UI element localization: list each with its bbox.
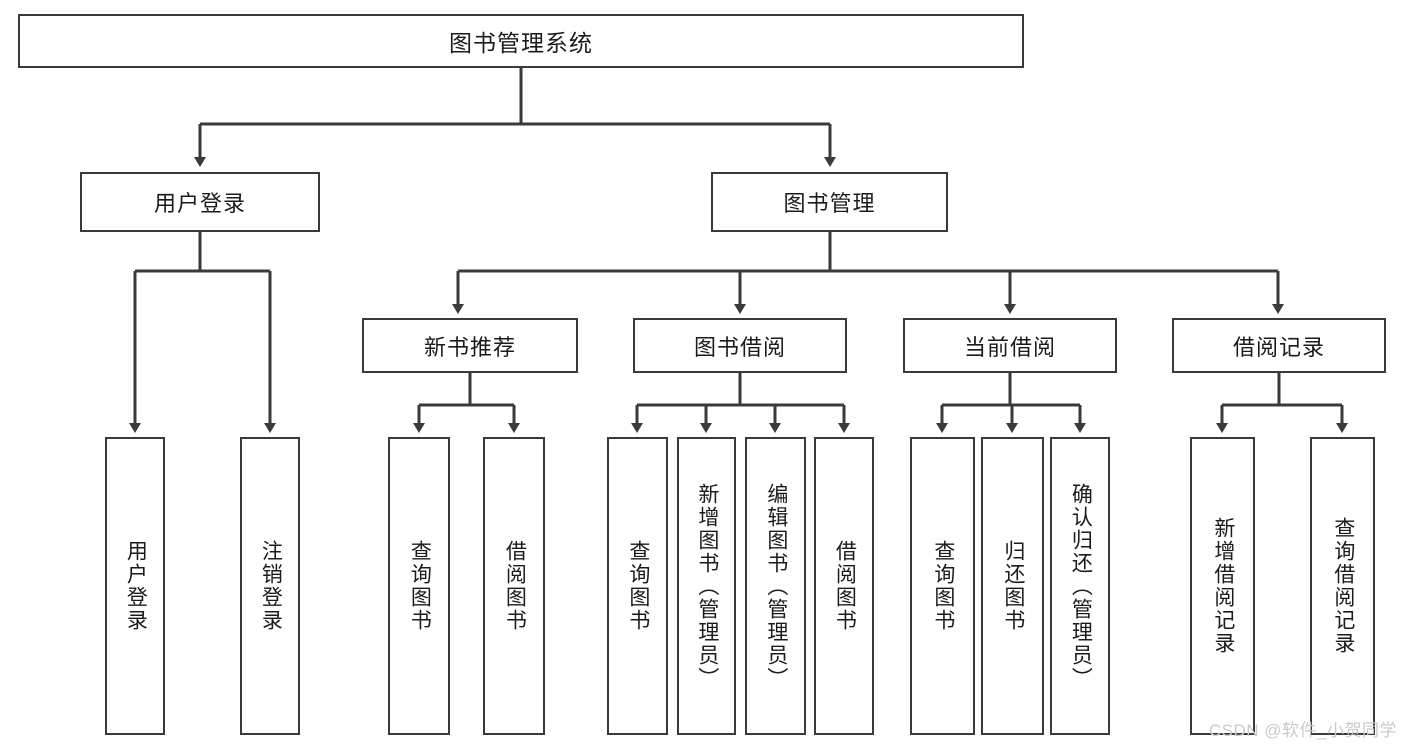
leaf-query-book-3[interactable]: 查询图书 bbox=[910, 437, 975, 735]
node-root-label: 图书管理系统 bbox=[449, 30, 593, 56]
leaf-query-book-1[interactable]: 查询图书 bbox=[388, 437, 450, 735]
node-borrow-record[interactable]: 借阅记录 bbox=[1172, 318, 1386, 373]
leaf-query-book-2-label: 查询图书 bbox=[626, 540, 650, 632]
node-borrow-record-label: 借阅记录 bbox=[1232, 334, 1325, 360]
node-current-borrow[interactable]: 当前借阅 bbox=[903, 318, 1117, 373]
leaf-user-login[interactable]: 用户登录 bbox=[105, 437, 165, 735]
leaf-add-record-label: 新增借阅记录 bbox=[1211, 517, 1235, 655]
leaf-confirm-return-label: 确认归还（管理员） bbox=[1069, 482, 1093, 690]
leaf-logout[interactable]: 注销登录 bbox=[240, 437, 300, 735]
node-user-login[interactable]: 用户登录 bbox=[80, 172, 320, 232]
node-new-book-recommend-label: 新书推荐 bbox=[423, 334, 516, 360]
leaf-add-record[interactable]: 新增借阅记录 bbox=[1190, 437, 1255, 735]
node-book-borrow[interactable]: 图书借阅 bbox=[633, 318, 847, 373]
leaf-borrow-book-1[interactable]: 借阅图书 bbox=[483, 437, 545, 735]
leaf-borrow-book-1-label: 借阅图书 bbox=[503, 540, 527, 632]
leaf-return-book-label: 归还图书 bbox=[1001, 540, 1025, 632]
leaf-user-login-label: 用户登录 bbox=[124, 540, 148, 632]
node-new-book-recommend[interactable]: 新书推荐 bbox=[362, 318, 578, 373]
leaf-return-book[interactable]: 归还图书 bbox=[981, 437, 1044, 735]
leaf-edit-book[interactable]: 编辑图书（管理员） bbox=[745, 437, 806, 735]
node-current-borrow-label: 当前借阅 bbox=[963, 334, 1056, 360]
node-user-login-label: 用户登录 bbox=[153, 191, 246, 216]
leaf-query-record[interactable]: 查询借阅记录 bbox=[1310, 437, 1375, 735]
leaf-add-book-label: 新增图书（管理员） bbox=[695, 482, 719, 690]
node-book-manage-label: 图书管理 bbox=[783, 191, 876, 216]
node-root[interactable]: 图书管理系统 bbox=[18, 14, 1024, 68]
node-book-manage[interactable]: 图书管理 bbox=[711, 172, 948, 232]
leaf-query-book-1-label: 查询图书 bbox=[408, 540, 432, 632]
leaf-edit-book-label: 编辑图书（管理员） bbox=[764, 482, 788, 690]
node-book-borrow-label: 图书借阅 bbox=[693, 334, 786, 360]
leaf-query-book-3-label: 查询图书 bbox=[931, 540, 955, 632]
leaf-query-book-2[interactable]: 查询图书 bbox=[607, 437, 668, 735]
leaf-confirm-return[interactable]: 确认归还（管理员） bbox=[1050, 437, 1110, 735]
leaf-borrow-book-2[interactable]: 借阅图书 bbox=[814, 437, 874, 735]
leaf-add-book[interactable]: 新增图书（管理员） bbox=[677, 437, 736, 735]
leaf-logout-label: 注销登录 bbox=[259, 540, 283, 632]
watermark: CSDN @软件_小贺同学 bbox=[1208, 721, 1397, 740]
leaf-borrow-book-2-label: 借阅图书 bbox=[833, 540, 857, 632]
leaf-query-record-label: 查询借阅记录 bbox=[1331, 517, 1355, 655]
